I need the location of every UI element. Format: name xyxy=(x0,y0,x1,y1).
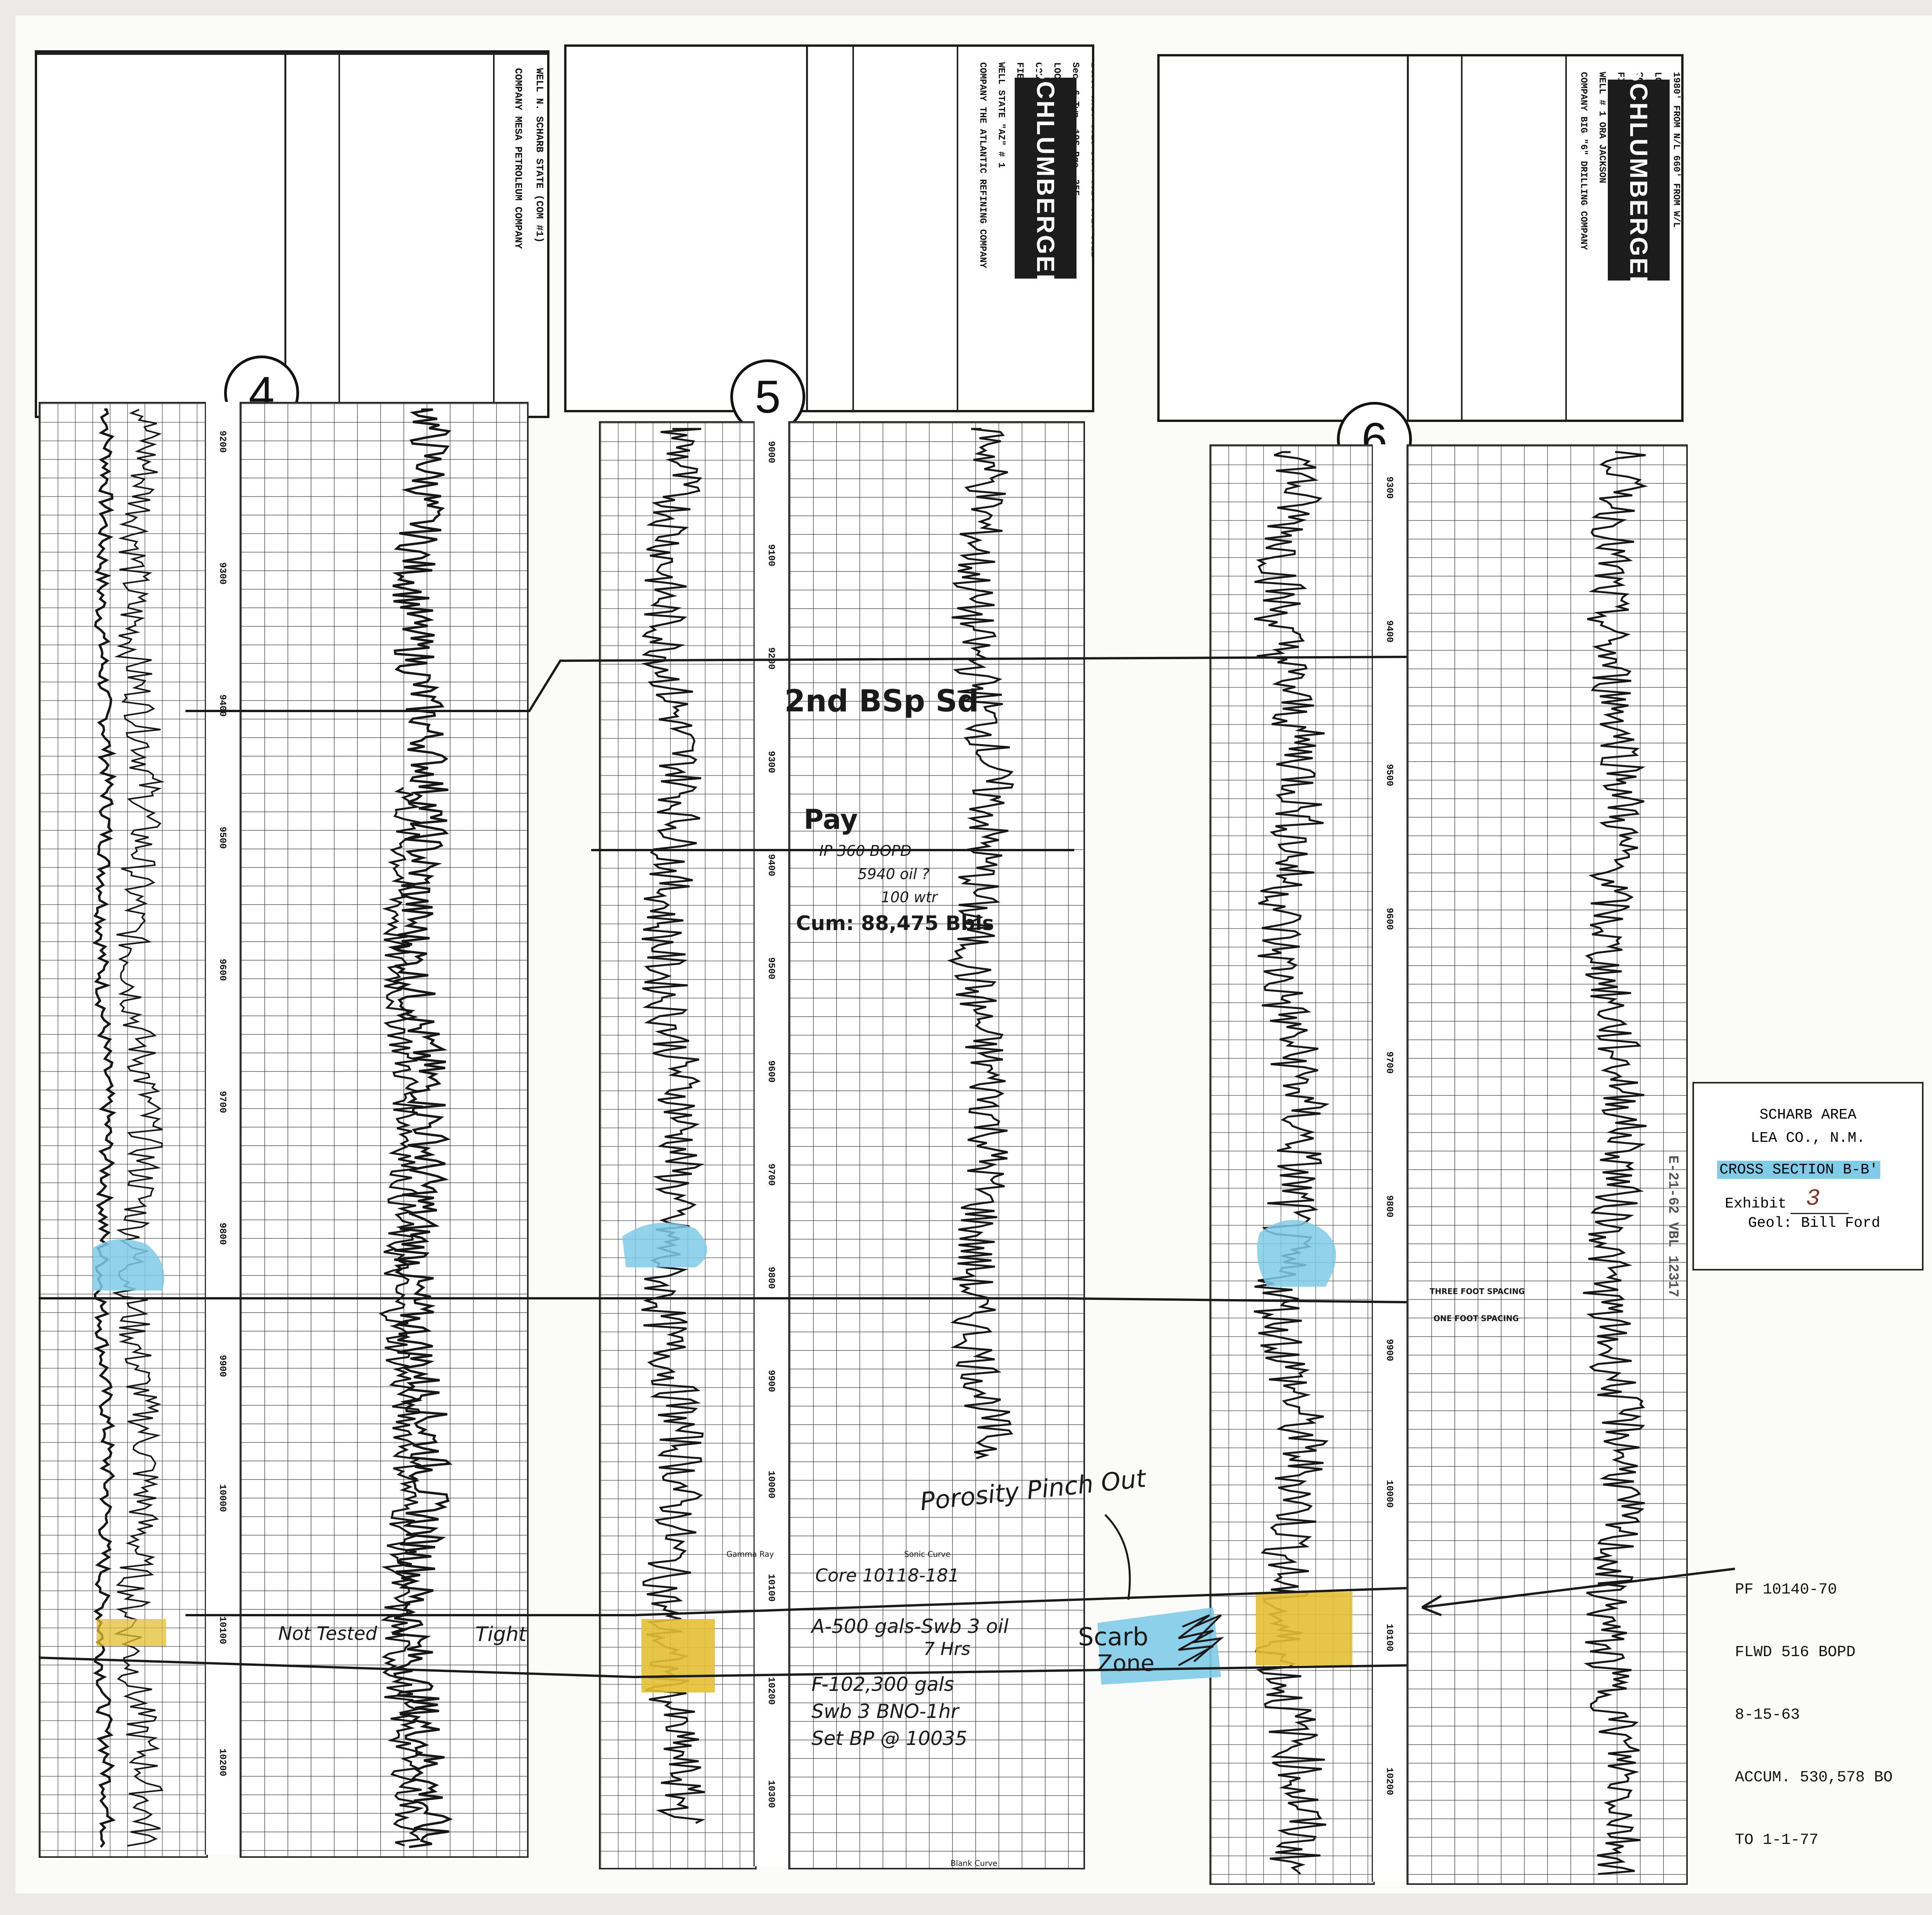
blue-porosity-highlight-well-6 xyxy=(1257,1220,1336,1287)
correlation-line-lower-2 xyxy=(38,1656,1407,1679)
well-4-gamma-curve xyxy=(92,408,117,1848)
well-5-track-right xyxy=(788,421,1085,1869)
zone-label: Zone xyxy=(1097,1650,1155,1676)
exhibit-number: 3 xyxy=(1806,1186,1820,1212)
frac-line-2: Swb 3 BNO-1hr xyxy=(811,1700,959,1723)
frac-line-3: Set BP @ 10035 xyxy=(811,1727,968,1750)
pinch-out-arrow xyxy=(1104,1514,1131,1600)
blue-scarb-zone-highlight xyxy=(1097,1607,1221,1685)
ip-line-2: 5940 oil ? xyxy=(858,866,930,883)
well-5-sonic-curve xyxy=(947,428,1014,1459)
hours-label: 7 Hrs xyxy=(923,1638,971,1659)
one-foot-spacing-label: ONE FOOT SPACING xyxy=(1434,1314,1519,1323)
cumulative-label: Cum: 88,475 Bbls xyxy=(796,912,994,935)
well-6-track-right xyxy=(1406,444,1688,1885)
well-4-track-left xyxy=(39,402,208,1858)
arrow-to-well-6 xyxy=(1422,1568,1735,1609)
title-cross-section: CROSS SECTION B-B' xyxy=(1717,1161,1881,1179)
gamma-ray-label: Gamma Ray xyxy=(726,1549,774,1559)
well-6-sonic-curve xyxy=(1583,451,1648,1875)
pay-label: Pay xyxy=(804,804,858,835)
core-label: Core 10118-181 xyxy=(815,1565,959,1586)
yellow-pay-highlight-well-4 xyxy=(97,1619,166,1646)
correlation-line-mid xyxy=(39,1297,1407,1303)
blank-curve-label: Blank Curve xyxy=(951,1859,998,1868)
blue-porosity-highlight-well-4 xyxy=(93,1239,164,1291)
three-foot-spacing-label: THREE FOOT SPACING xyxy=(1430,1287,1525,1296)
ip-line-3: 100 wtr xyxy=(881,889,938,906)
yellow-pay-highlight-well-5 xyxy=(641,1619,715,1692)
exhibit-underline xyxy=(1791,1213,1849,1214)
formation-label-2nd-bsp-sd: 2nd BSp Sd xyxy=(784,684,979,719)
well-4-caliper-curve xyxy=(112,409,165,1847)
production-date: 8-15-63 xyxy=(1735,1706,1800,1724)
not-tested-label: Not Tested xyxy=(278,1623,378,1645)
tight-label: Tight xyxy=(475,1623,527,1646)
frac-line-1: F-102,300 gals xyxy=(811,1673,954,1696)
blue-porosity-highlight-well-5 xyxy=(622,1223,707,1267)
date-stamp: E-21-62 VBL 12317 xyxy=(1665,1155,1681,1298)
arrow-head xyxy=(1421,1595,1442,1616)
sonic-curve-label: Sonic Curve xyxy=(904,1549,951,1559)
schlumberger-logo: SCHLUMBERGER xyxy=(1608,65,1670,295)
correlation-line-lower-1 xyxy=(185,1587,1407,1616)
title-area: SCHARB AREA xyxy=(1759,1107,1857,1123)
well-4-depth-column xyxy=(205,402,242,1855)
acid-label: A-500 gals-Swb 3 oil xyxy=(811,1615,1009,1638)
geologist-label: Geol: Bill Ford xyxy=(1748,1215,1881,1231)
well-5-gamma-curve xyxy=(641,428,706,1824)
scarb-label: Scarb xyxy=(1078,1623,1148,1651)
ip-line-1: IP 360 BOPD xyxy=(819,842,912,859)
production-cumulative: ACCUM. 530,578 BO xyxy=(1735,1769,1893,1786)
scarb-zigzag-2 xyxy=(1191,1614,1225,1662)
production-note: PF 10140-70 FLWD 516 BOPD 8-15-63 ACCUM.… xyxy=(1735,1538,1893,1893)
title-county: LEA CO., N.M. xyxy=(1750,1130,1866,1146)
production-flow-rate: FLWD 516 BOPD xyxy=(1735,1644,1856,1661)
well-6-depth-column xyxy=(1372,444,1409,1882)
schlumberger-logo: SCHLUMBERGER xyxy=(1015,63,1077,293)
yellow-pay-highlight-well-6 xyxy=(1256,1592,1352,1665)
well-4-sonic-curve xyxy=(388,408,453,1848)
production-perforations: PF 10140-70 xyxy=(1735,1581,1837,1599)
correlation-line-top xyxy=(185,656,1407,712)
production-as-of: TO 1-1-77 xyxy=(1735,1832,1819,1849)
exhibit-label: Exhibit xyxy=(1725,1196,1787,1212)
title-box: SCHARB AREA LEA CO., N.M. CROSS SECTION … xyxy=(1692,1082,1923,1270)
log-curves-overlay xyxy=(38,408,1735,1875)
